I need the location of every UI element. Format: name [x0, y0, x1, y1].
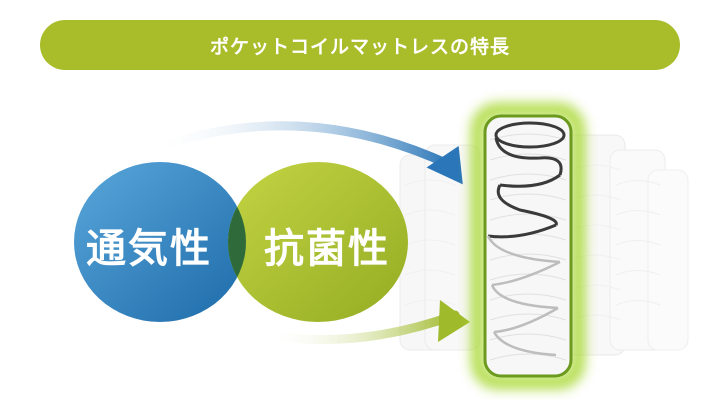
arrow-top	[145, 121, 463, 185]
breathability-circle	[74, 162, 246, 322]
title-banner: ポケットコイルマットレスの特長	[40, 20, 680, 70]
pocket-coil	[471, 103, 585, 389]
antibacterial-label: 抗菌性	[264, 226, 390, 272]
breathability-label: 通気性	[86, 226, 212, 272]
arrow-bottom	[260, 300, 470, 344]
banner-title: ポケットコイルマットレスの特長	[209, 35, 510, 58]
antibacterial-circle	[228, 162, 408, 322]
